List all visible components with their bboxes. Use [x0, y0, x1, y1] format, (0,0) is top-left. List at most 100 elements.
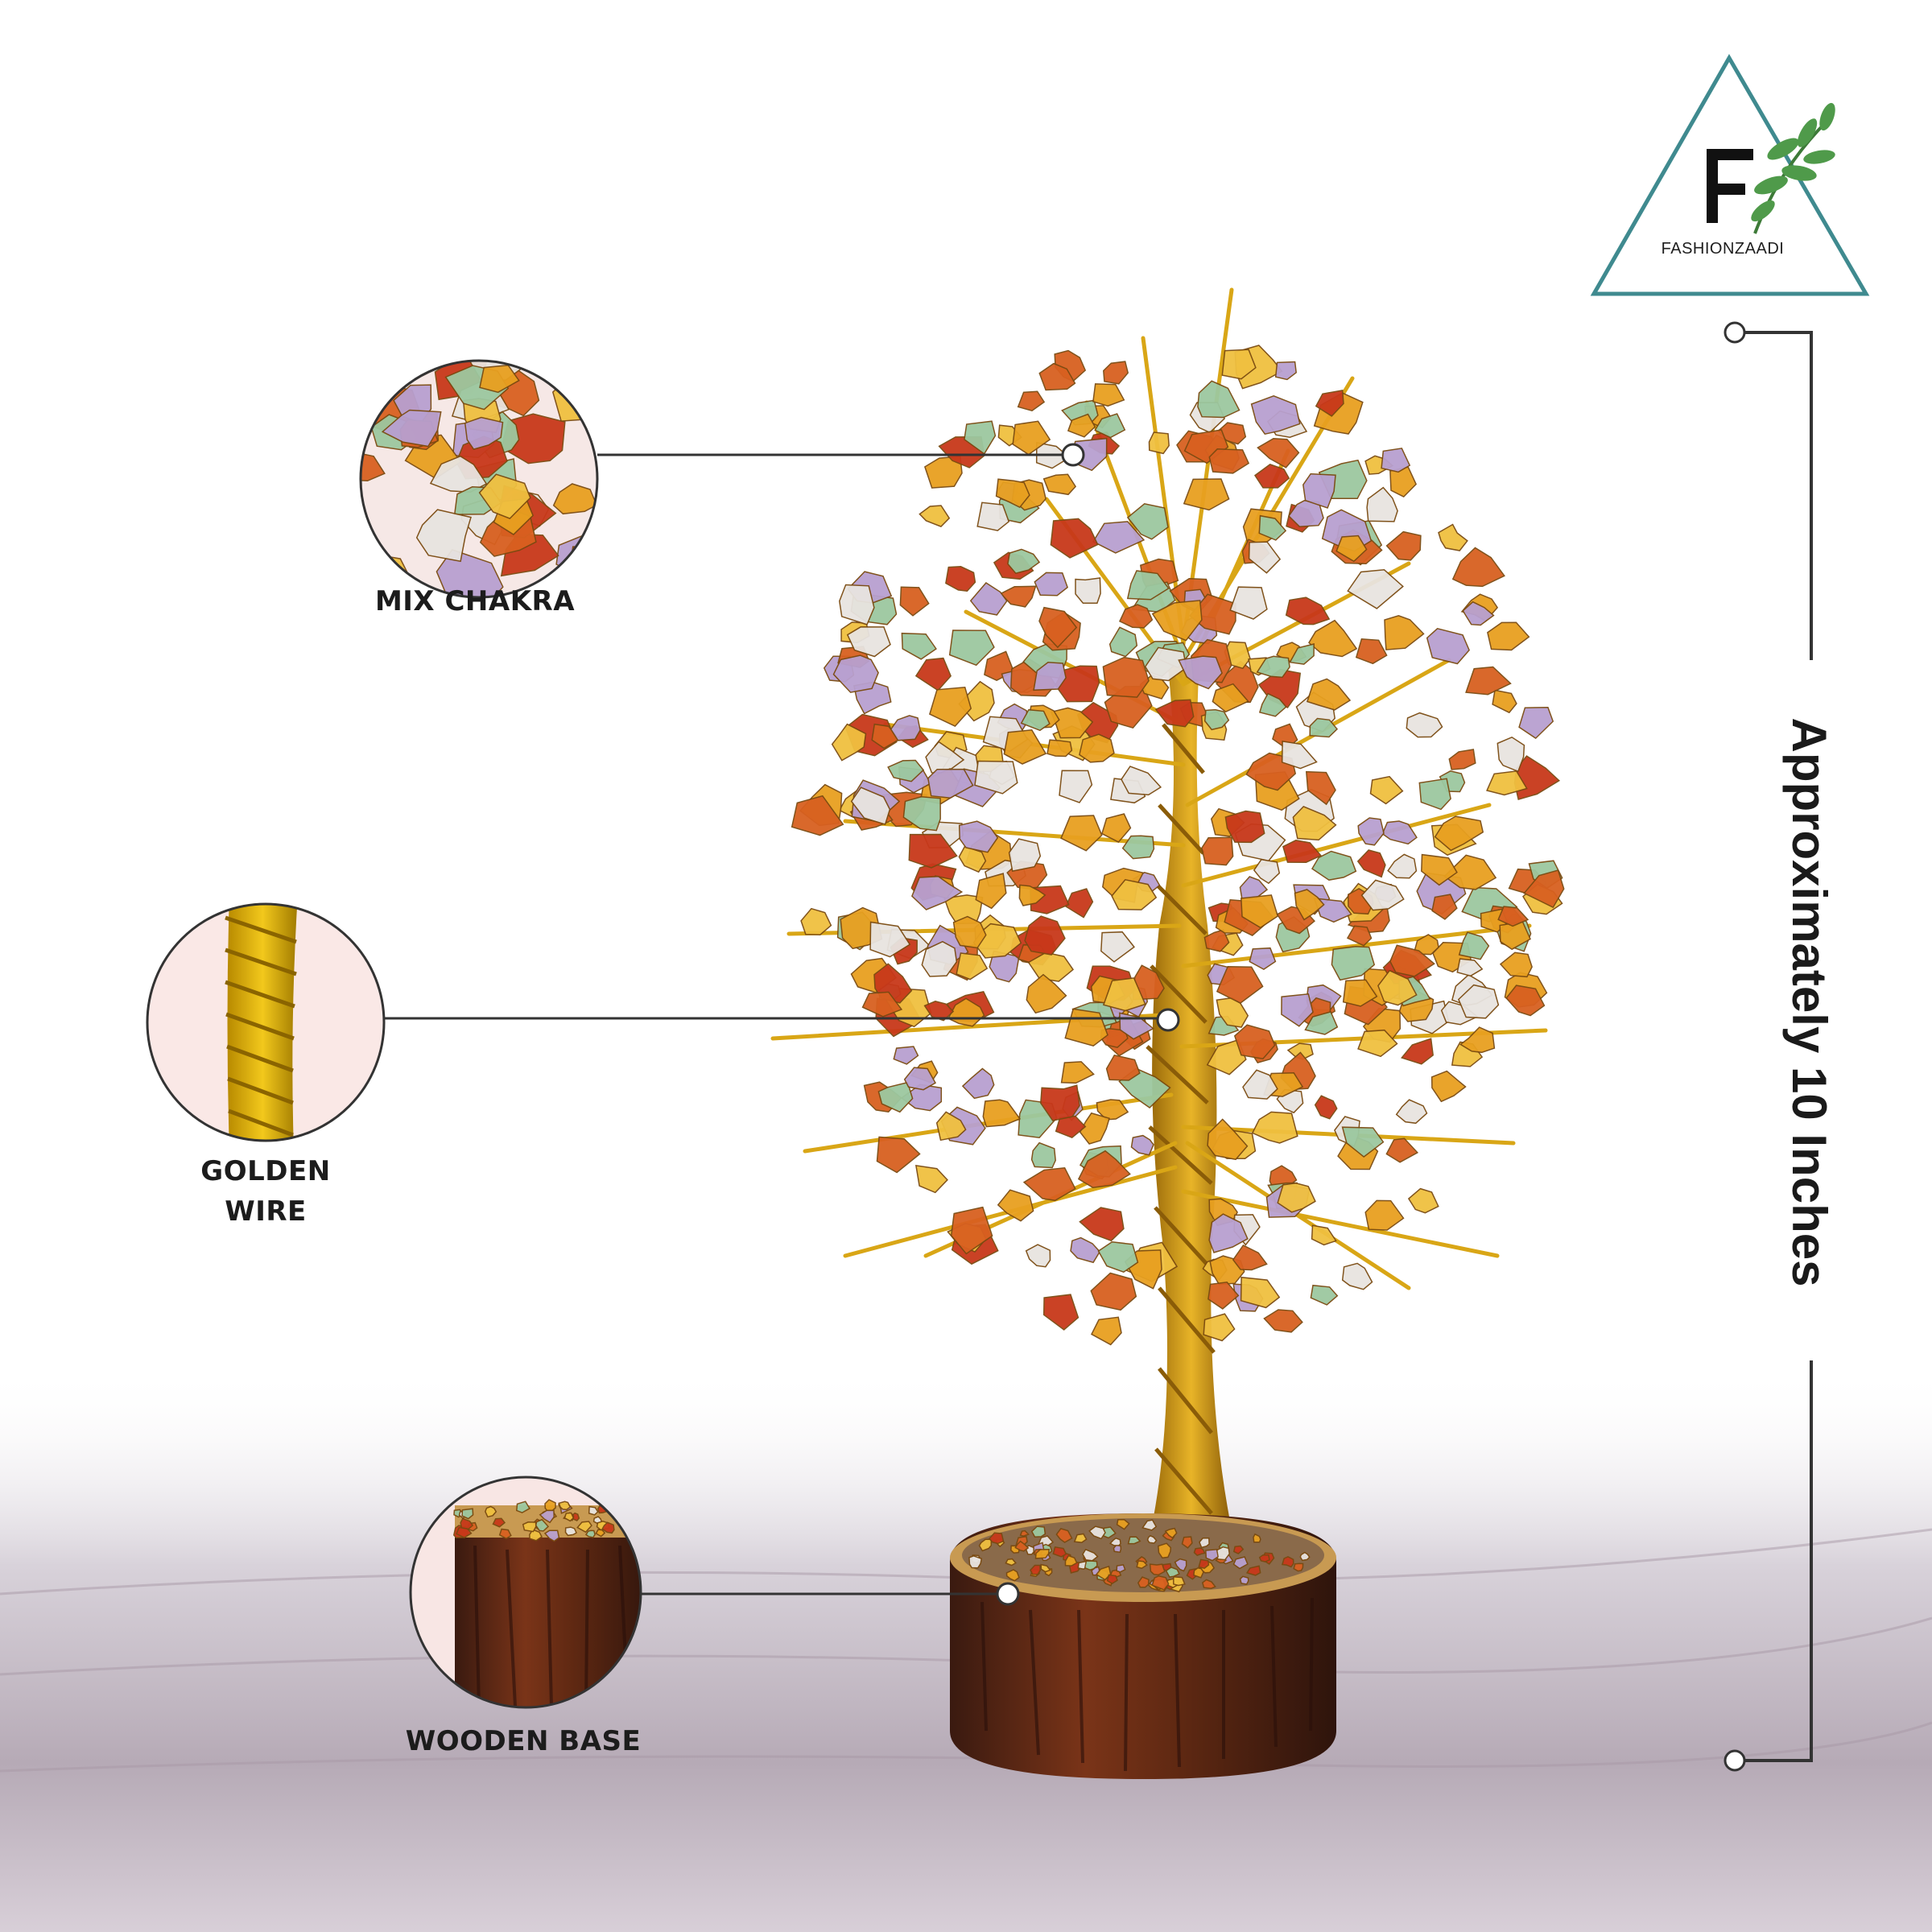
gemstone-chip: [1000, 585, 1037, 608]
zoom-base-chip: [529, 1529, 543, 1542]
gemstone-chip: [839, 584, 875, 625]
wooden-base-label: WOODEN BASE: [405, 1725, 642, 1757]
gemstone-chip: [1232, 1245, 1268, 1271]
base-stone-chip: [1088, 1525, 1106, 1540]
base-stone-chip: [1193, 1547, 1206, 1556]
gemstone-chip: [911, 875, 964, 910]
gemstone-chip: [1067, 413, 1096, 438]
gemstone-chip: [1197, 380, 1241, 419]
zoom-gemstone-chip: [568, 546, 597, 579]
base-stone-chip: [1299, 1551, 1311, 1562]
base-stone-chip: [1258, 1554, 1270, 1563]
gemstone-chip: [958, 820, 999, 853]
base-stone-chip: [1005, 1558, 1017, 1567]
gemstone-chip: [950, 1206, 993, 1255]
gemstone-chip: [1038, 362, 1076, 391]
gemstone-chip: [1426, 627, 1470, 665]
base-stone-chip: [1146, 1534, 1158, 1544]
mix-chakra-label: MIX CHAKRA: [374, 585, 576, 617]
gemstone-chip: [1183, 478, 1230, 511]
base-stone-chip: [1108, 1537, 1121, 1546]
base-stone-chip: [1232, 1556, 1249, 1570]
zoom-base-chip: [564, 1526, 577, 1537]
gemstone-chip: [1046, 739, 1073, 758]
gemstone-chip: [1401, 1038, 1434, 1065]
gemstone-chip: [1314, 1095, 1338, 1120]
gemstone-chip: [1302, 473, 1336, 509]
gemstone-chip: [1407, 1187, 1439, 1214]
gemstone-chip: [1431, 894, 1458, 920]
gemstone-chip: [1148, 431, 1170, 455]
gemstone-chip: [1281, 993, 1314, 1027]
gemstone-chip: [1456, 958, 1484, 977]
gemstone-chip: [1020, 708, 1051, 732]
gemstone-chip: [901, 632, 937, 660]
base-stone-chip: [1005, 1569, 1020, 1582]
gemstone-chip: [1465, 666, 1512, 696]
gemstone-chip: [1242, 1069, 1278, 1100]
gemstone-chip: [1505, 985, 1546, 1017]
gemstone-chip: [1518, 706, 1554, 740]
gemstone-chip: [1241, 894, 1279, 929]
gemstone-chip: [1257, 438, 1300, 469]
gemstone-chip: [976, 502, 1010, 531]
zoom-base-chip: [558, 1501, 572, 1511]
base-stone-chip: [1106, 1574, 1118, 1584]
base-stone-chip: [1151, 1575, 1170, 1591]
gemstone-chip: [1007, 548, 1041, 575]
base-stone-chip: [1073, 1533, 1088, 1543]
zoom-gemstone-chip: [552, 483, 597, 515]
gemstone-chip: [964, 420, 997, 455]
gemstone-chip: [945, 566, 976, 592]
base-stone-chip: [1055, 1528, 1073, 1543]
gemstone-chip: [1022, 1166, 1076, 1202]
gemstone-chip: [1027, 952, 1075, 982]
gemstone-chip: [928, 686, 972, 728]
gemstone-chip: [969, 582, 1008, 616]
gemstone-chip: [1208, 1213, 1249, 1253]
gemstone-chip: [1364, 1199, 1405, 1231]
base-stone-chip: [1136, 1560, 1148, 1570]
gemstone-chip: [1499, 952, 1533, 978]
base-stone-chip: [1019, 1530, 1030, 1537]
gemstone-chip: [1055, 1115, 1087, 1139]
wooden-base: [950, 1513, 1336, 1779]
gemstone-chip: [1258, 692, 1287, 717]
tree-trunk: [1146, 660, 1232, 1530]
gemstone-chip: [948, 630, 995, 667]
gemstone-chip: [893, 1046, 919, 1065]
gemstone-chip: [1305, 770, 1336, 806]
gemstone-chip: [800, 907, 832, 935]
gemstone-chip: [923, 1001, 955, 1022]
gemstone-chip: [1294, 889, 1325, 921]
gemstone-chip: [1389, 466, 1417, 498]
gemstone-chip: [902, 796, 941, 832]
gemstone-chip: [1381, 820, 1418, 845]
gemstone-chip: [1282, 840, 1323, 863]
gemstone-chip: [1224, 810, 1265, 844]
gemstone-chip: [1292, 806, 1337, 841]
base-stone-chip: [1205, 1548, 1219, 1562]
gemstone-chip: [956, 952, 989, 980]
gemstone-chip: [1253, 858, 1281, 885]
gemstone-chip: [1385, 1137, 1419, 1163]
zoom-base-chip: [535, 1518, 550, 1532]
gemstone-chip: [1357, 1029, 1398, 1058]
gemstone-chip: [1285, 597, 1331, 625]
zoom-gemstone-chip: [479, 364, 520, 394]
base-stone-chip: [1198, 1558, 1210, 1570]
gemstone-chip: [1154, 699, 1195, 728]
callout-anchor-base: [996, 1582, 1020, 1606]
base-stone-chip: [1164, 1527, 1178, 1539]
gemstone-chip: [1060, 1061, 1095, 1084]
gemstone-chip: [1208, 448, 1250, 474]
base-stone-chip: [1239, 1575, 1249, 1585]
gemstone-chip: [974, 760, 1018, 795]
brand-logo: [1590, 53, 1870, 296]
gemstone-chip: [1103, 361, 1129, 385]
gemstone-chip: [1026, 973, 1067, 1014]
gemstone-chip: [1102, 977, 1146, 1012]
gemstone-chip: [1356, 849, 1386, 878]
base-stone-chip: [1193, 1567, 1204, 1579]
